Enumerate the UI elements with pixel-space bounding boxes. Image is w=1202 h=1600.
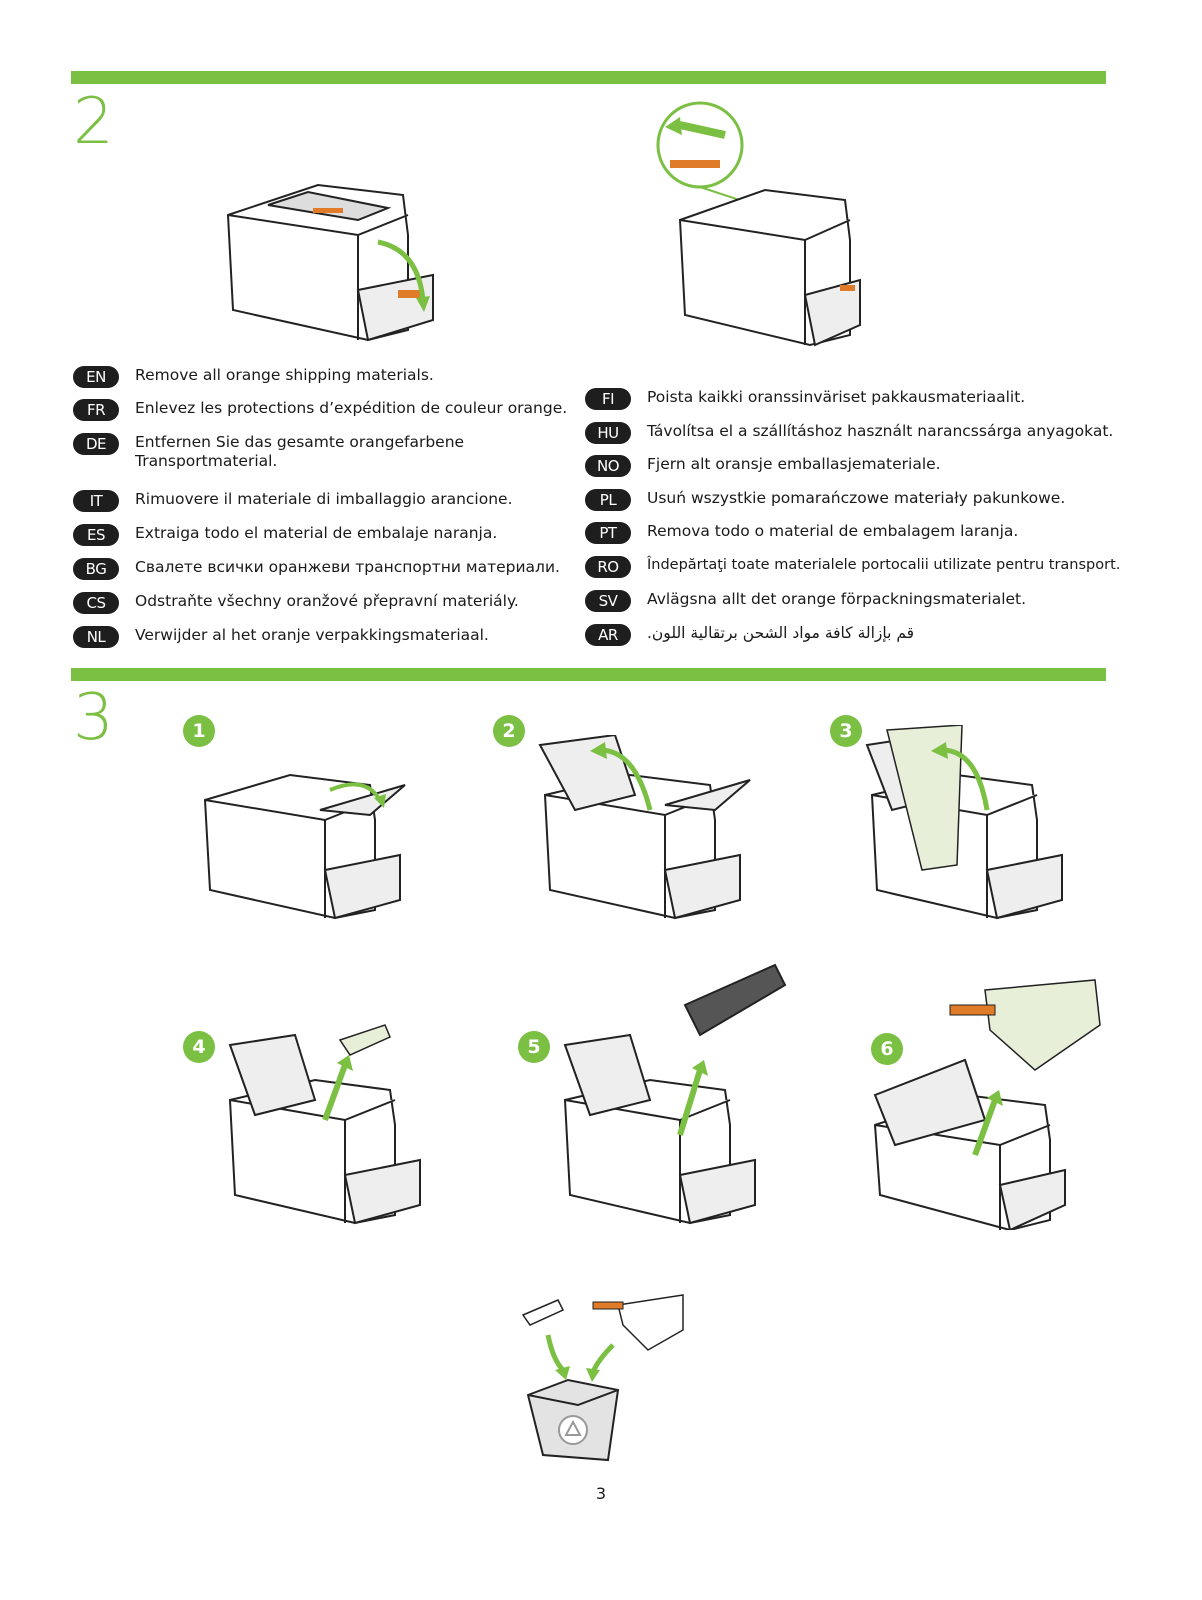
- lang-badge: NL: [73, 626, 119, 648]
- substep-badge-2: 2: [493, 715, 525, 747]
- substep-badge-5: 5: [518, 1031, 550, 1063]
- substep-badge-6: 6: [871, 1033, 903, 1065]
- language-list-right: FI Poista kaikki oranssinväriset pakkaus…: [585, 388, 1145, 648]
- lang-badge: PT: [585, 522, 631, 544]
- lang-text: Odstraňte všechny oranžové přepravní mat…: [135, 592, 519, 610]
- lang-row-fr: FR Enlevez les protections d’expédition …: [73, 399, 567, 421]
- printer-illustration: [226, 183, 434, 342]
- substep-badge-3: 3: [830, 715, 862, 747]
- lang-row-no: NO Fjern alt oransje emballasjemateriale…: [585, 455, 941, 477]
- lang-row-nl: NL Verwijder al het oranje verpakkingsma…: [73, 626, 489, 648]
- lang-text: Rimuovere il materiale di imballaggio ar…: [135, 490, 513, 508]
- lang-badge: PL: [585, 489, 631, 511]
- lang-row-de: DE Entfernen Sie das gesamte orangefarbe…: [73, 433, 464, 471]
- recycle-disposal-illustration: [521, 1294, 684, 1462]
- step-number-2: 2: [73, 85, 114, 159]
- lang-row-bg: BG Свалете всички оранжеви транспортни м…: [73, 558, 560, 580]
- lang-badge: FR: [73, 399, 119, 421]
- lang-text: Îndepărtaţi toate materialele portocalii…: [647, 557, 1121, 573]
- lang-row-it: IT Rimuovere il materiale di imballaggio…: [73, 490, 513, 512]
- lang-text: Extraiga todo el material de embalaje na…: [135, 524, 498, 542]
- lang-text: Enlevez les protections d’expédition de …: [135, 399, 568, 417]
- printer-illustration: [203, 773, 406, 920]
- recycle-icon: [558, 1415, 588, 1445]
- lang-badge: FI: [585, 388, 631, 410]
- page-number: 3: [595, 1484, 607, 1503]
- lang-badge: IT: [73, 490, 119, 512]
- lang-row-es: ES Extraiga todo el material de embalaje…: [73, 524, 497, 546]
- lang-text: Свалете всички оранжеви транспортни мате…: [135, 558, 560, 576]
- lang-text: Usuń wszystkie pomarańczowe materiały pa…: [647, 489, 1066, 507]
- lang-text: Remove all orange shipping materials.: [135, 366, 434, 384]
- printer-illustration: [865, 725, 1063, 920]
- printer-illustration: [563, 963, 787, 1225]
- lang-badge: EN: [73, 366, 119, 388]
- lang-badge: NO: [585, 455, 631, 477]
- lang-badge: RO: [585, 556, 631, 578]
- printer-illustration: [873, 979, 1101, 1230]
- lang-badge: DE: [73, 433, 119, 455]
- printer-illustration: [538, 735, 751, 920]
- printer-zoom-illustration: [656, 101, 861, 347]
- substep-badge-4: 4: [183, 1031, 215, 1063]
- language-list-left: EN Remove all orange shipping materials.…: [73, 366, 573, 656]
- lang-badge: BG: [73, 558, 119, 580]
- lang-badge: CS: [73, 592, 119, 614]
- lang-row-ar: AR قم بإزالة كافة مواد الشحن برتقالية ال…: [585, 624, 914, 646]
- lang-text: Fjern alt oransje emballasjemateriale.: [647, 455, 941, 473]
- section-divider-2: [71, 71, 1106, 84]
- lang-text: Verwijder al het oranje verpakkingsmater…: [135, 626, 489, 644]
- printer-illustration: [228, 1024, 421, 1225]
- lang-text: Poista kaikki oranssinväriset pakkausmat…: [647, 388, 1026, 406]
- lang-badge: ES: [73, 524, 119, 546]
- substep-badge-1: 1: [183, 715, 215, 747]
- lang-text: Entfernen Sie das gesamte orangefarbene …: [135, 433, 465, 470]
- lang-text: قم بإزالة كافة مواد الشحن برتقالية اللون…: [647, 624, 915, 642]
- lang-badge: SV: [585, 590, 631, 612]
- lang-row-pl: PL Usuń wszystkie pomarańczowe materiały…: [585, 489, 1065, 511]
- lang-text: Avlägsna allt det orange förpackningsmat…: [647, 590, 1027, 608]
- lang-row-pt: PT Remova todo o material de embalagem l…: [585, 522, 1018, 544]
- lang-badge: HU: [585, 422, 631, 444]
- lang-row-fi: FI Poista kaikki oranssinväriset pakkaus…: [585, 388, 1025, 410]
- lang-text: Remova todo o material de embalagem lara…: [647, 522, 1019, 540]
- lang-text: Távolítsa el a szállításhoz használt nar…: [647, 422, 1114, 440]
- lang-row-sv: SV Avlägsna allt det orange förpacknings…: [585, 590, 1026, 612]
- lang-badge: AR: [585, 624, 631, 646]
- lang-row-hu: HU Távolítsa el a szállításhoz használt …: [585, 422, 1113, 444]
- lang-row-ro: RO Îndepărtaţi toate materialele portoca…: [585, 556, 1120, 578]
- section-divider-3: [71, 668, 1106, 681]
- lang-row-cs: CS Odstraňte všechny oranžové přepravní …: [73, 592, 519, 614]
- step-number-3: 3: [73, 681, 114, 755]
- lang-row-en: EN Remove all orange shipping materials.: [73, 366, 434, 388]
